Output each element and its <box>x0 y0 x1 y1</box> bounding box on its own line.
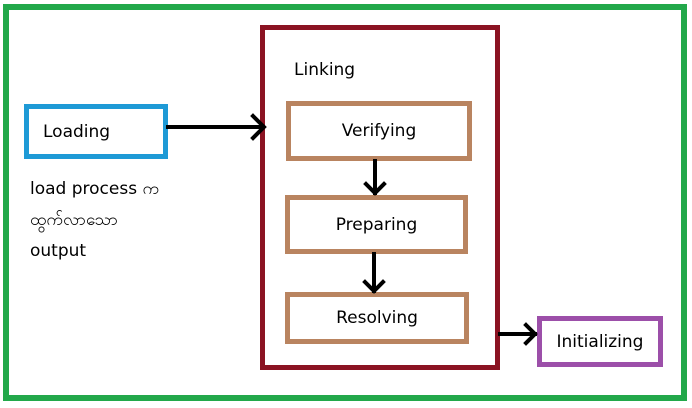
loading-node: Loading <box>24 104 168 159</box>
verifying-label: Verifying <box>341 121 417 141</box>
preparing-label: Preparing <box>335 214 418 235</box>
loading-output-note: load process က ထွက်လာသော output <box>30 174 230 267</box>
note-line-2: ထွက်လာသော <box>30 210 118 230</box>
outer-frame <box>3 4 687 401</box>
linking-title: Linking <box>294 60 356 80</box>
note-line-1: load process က <box>30 179 160 199</box>
resolving-label: Resolving <box>336 308 418 328</box>
initializing-node: Initializing <box>537 316 663 367</box>
note-line-3: output <box>30 241 87 261</box>
linking-group <box>260 25 500 370</box>
verifying-node: Verifying <box>286 101 472 161</box>
loading-label: Loading <box>43 121 111 142</box>
resolving-node: Resolving <box>285 292 469 344</box>
initializing-label: Initializing <box>556 331 644 352</box>
preparing-node: Preparing <box>285 195 468 254</box>
